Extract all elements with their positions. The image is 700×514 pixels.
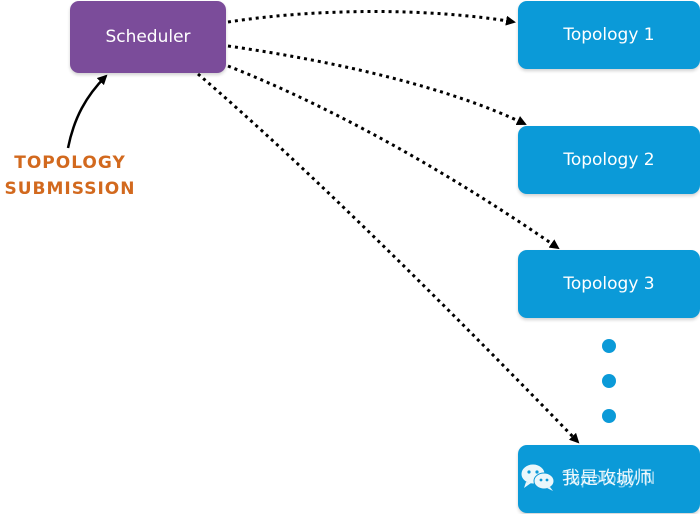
arrow-to-topology-3: [227, 64, 560, 250]
topology-submission-label: TOPOLOGY SUBMISSION: [0, 150, 140, 202]
topology-label: Topology 2: [563, 150, 655, 170]
ellipsis-dot: [602, 339, 616, 353]
arrow-to-topology-1: [227, 10, 516, 26]
arrow-to-topology-2: [227, 44, 527, 126]
submission-line-1: TOPOLOGY: [14, 153, 126, 173]
topology-1-box: Topology 1: [518, 1, 700, 69]
ellipsis-dot: [602, 409, 616, 423]
ellipsis-dot: [602, 374, 616, 388]
watermark-text: 我是攻城师: [562, 468, 652, 489]
topology-label: Topology 3: [563, 274, 655, 294]
topology-label: Topology N: [562, 469, 656, 489]
topology-3-box: Topology 3: [518, 250, 700, 318]
watermark: 我是攻城师: [520, 462, 652, 492]
submission-line-2: SUBMISSION: [4, 179, 136, 199]
submission-arrow: [66, 74, 108, 149]
wechat-icon: [520, 462, 556, 492]
scheduler-label: Scheduler: [105, 27, 191, 47]
arrow-to-topology-n: [197, 72, 580, 444]
topology-label: Topology 1: [563, 25, 655, 45]
scheduler-box: Scheduler: [70, 1, 226, 73]
topology-2-box: Topology 2: [518, 126, 700, 194]
